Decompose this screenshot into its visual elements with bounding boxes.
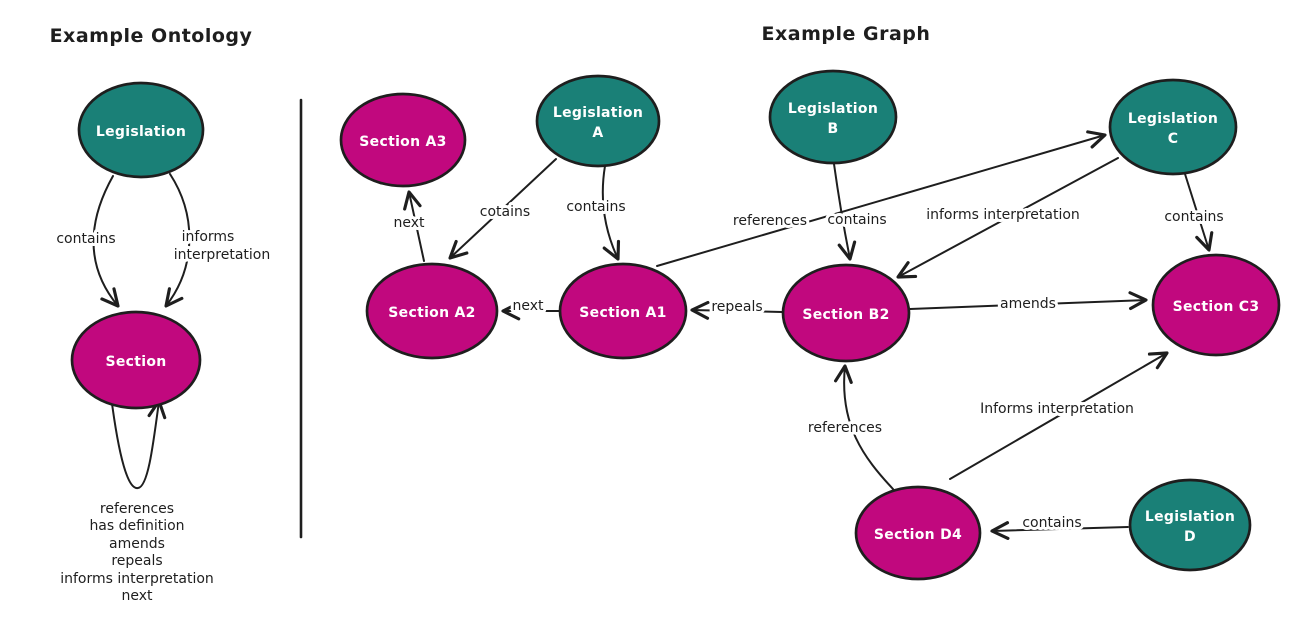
node-section-a2-shape [365, 262, 499, 360]
node-section-d4-label: Section D4 [874, 527, 962, 543]
graph-title: Example Graph [762, 23, 931, 45]
edge-ontology-informs-interpretation-line [164, 173, 191, 308]
edge-ontology-informs-label-line2: interpretation [174, 247, 270, 263]
node-section-a1-label: Section A1 [579, 305, 666, 321]
node-legislation-c: Legislation C [1108, 78, 1238, 176]
node-section-a3-shape [339, 92, 467, 188]
graph-panel: Example Graph Section A3 Legislation A L… [339, 23, 1281, 581]
ontology-self-loop-labels: references has definition amends repeals… [60, 501, 214, 604]
edge-a2-next-a3-line [403, 190, 425, 262]
edge-b2-repeals-a1-line [690, 300, 783, 320]
edge-lega-cotains-a2-label: cotains [480, 204, 530, 220]
node-section-a1: Section A1 [558, 262, 688, 360]
edge-ontology-contains-label: contains [56, 231, 115, 247]
node-legislation: Legislation [77, 81, 205, 179]
self-loop-label-next: next [121, 588, 153, 604]
edge-lega-contains-a1-line [601, 165, 621, 261]
node-legislation-a-shape [535, 74, 661, 168]
edge-b2-amends-c3-label: amends [1000, 296, 1056, 312]
self-loop-label-repeals: repeals [111, 553, 162, 569]
node-section-a3-label: Section A3 [359, 134, 446, 150]
node-section: Section [70, 310, 202, 410]
node-legislation-a-label-line1: Legislation [553, 105, 643, 121]
node-section-c3-label: Section C3 [1173, 299, 1260, 315]
edge-b2-repeals-a1-label: repeals [711, 299, 762, 315]
node-section-b2-label: Section B2 [802, 307, 889, 323]
node-legislation-shape [77, 81, 205, 179]
edge-lega-contains-a1-label: contains [566, 199, 625, 215]
self-loop-label-references: references [100, 501, 174, 517]
node-section-d4-shape [854, 485, 982, 581]
edge-legc-contains-c3-label: contains [1164, 209, 1223, 225]
self-loop-label-has-definition: has definition [89, 518, 184, 534]
node-section-b2: Section B2 [781, 263, 911, 363]
node-section-a1-shape [558, 262, 688, 360]
edge-a1-next-a2-label: next [512, 298, 544, 314]
node-legislation-d-label-line2: D [1184, 529, 1196, 545]
node-legislation-b-label-line1: Legislation [788, 101, 878, 117]
node-legislation-c-label-line1: Legislation [1128, 111, 1218, 127]
node-legislation-d: Legislation D [1128, 478, 1252, 572]
node-legislation-d-label-line1: Legislation [1145, 509, 1235, 525]
edge-legb-contains-b2-label: contains [827, 212, 886, 228]
node-section-label: Section [105, 354, 166, 370]
edge-d4-references-b2-label: references [808, 420, 882, 436]
edge-legb-contains-b2-line [833, 163, 857, 261]
node-legislation-label: Legislation [96, 124, 186, 140]
ontology-title: Example Ontology [50, 25, 253, 47]
edge-lega-cotains-a2-line [448, 158, 557, 260]
node-section-a2: Section A2 [365, 262, 499, 360]
edge-ontology-informs-label-line1: informs [182, 229, 235, 245]
node-legislation-b-label-line2: B [828, 121, 839, 137]
edge-legd-contains-d4-label: contains [1022, 515, 1081, 531]
node-legislation-d-shape [1128, 478, 1252, 572]
node-legislation-a-label-line2: A [592, 125, 603, 141]
edge-legd-contains-d4-line [990, 521, 1129, 540]
self-loop-label-amends: amends [109, 536, 165, 552]
self-loop-label-informs-interpretation: informs interpretation [60, 571, 214, 587]
node-legislation-c-label-line2: C [1168, 131, 1179, 147]
edge-ontology-contains-line [92, 175, 120, 308]
edge-a1-references-legc-label: references [733, 213, 807, 229]
edge-d4-informs-c3-line [949, 351, 1169, 480]
edge-legc-informs-b2-line [896, 157, 1119, 279]
node-legislation-b-shape [768, 69, 898, 165]
node-legislation-c-shape [1108, 78, 1238, 176]
node-legislation-a: Legislation A [535, 74, 661, 168]
node-section-c3: Section C3 [1151, 253, 1281, 357]
edge-legc-informs-b2-label: informs interpretation [926, 207, 1080, 223]
node-section-d4: Section D4 [854, 485, 982, 581]
edge-legc-contains-c3-line [1184, 173, 1214, 252]
edge-a2-next-a3-label: next [393, 215, 425, 231]
node-section-shape [70, 310, 202, 410]
edge-d4-informs-c3-label: Informs interpretation [980, 401, 1134, 417]
node-section-c3-shape [1151, 253, 1281, 357]
ontology-panel: Example Ontology contains informs interp… [50, 25, 274, 604]
node-legislation-b: Legislation B [768, 69, 898, 165]
edge-d4-references-b2-line [834, 364, 894, 490]
edge-ontology-self-loop-line [110, 395, 167, 489]
edge-b2-amends-c3-line [909, 291, 1148, 311]
node-section-a3: Section A3 [339, 92, 467, 188]
edge-a1-references-legc-line [656, 130, 1107, 267]
node-section-a2-label: Section A2 [388, 305, 475, 321]
node-section-b2-shape [781, 263, 911, 363]
